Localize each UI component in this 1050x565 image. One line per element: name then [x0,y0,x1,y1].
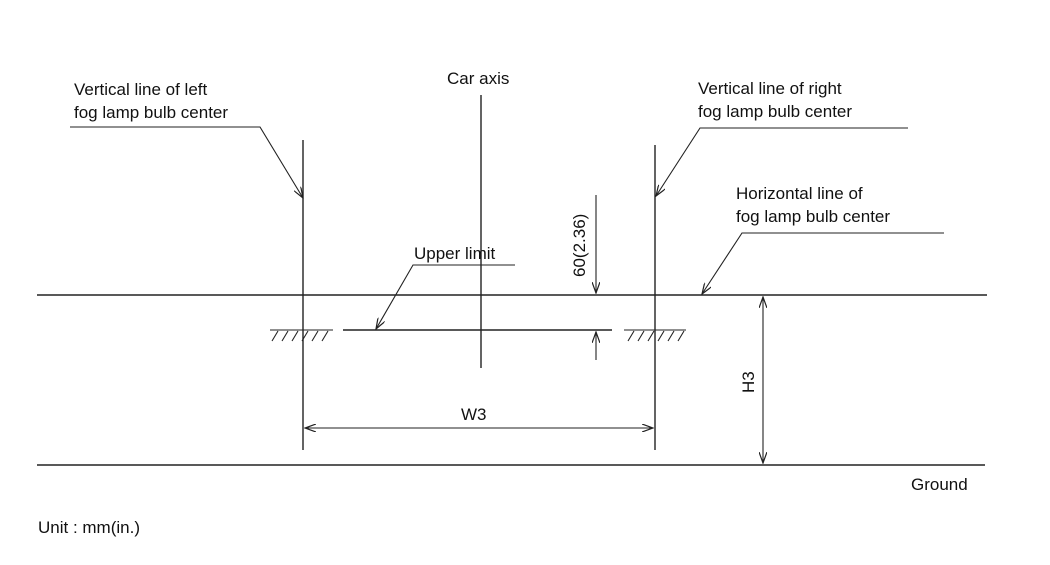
h3-label: H3 [739,371,758,393]
left-vertical-label: Vertical line of left fog lamp bulb cent… [74,80,228,122]
ground-label: Ground [911,475,968,494]
upper-limit-label: Upper limit [414,244,496,263]
horizontal-line-leader [702,232,944,294]
car-axis-label: Car axis [447,69,509,88]
unit-label: Unit : mm(in.) [38,518,140,537]
w3-label: W3 [461,405,487,424]
right-vertical-label: Vertical line of right fog lamp bulb cen… [698,79,852,121]
left-hatch-mark [270,329,333,342]
horizontal-line-label: Horizontal line of fog lamp bulb center [736,184,890,226]
left-vertical-leader [70,126,303,198]
upper-limit-leader [376,264,515,329]
right-hatch-mark [624,329,686,342]
offset-dimension-label: 60(2.36) [570,214,589,277]
right-vertical-leader [656,127,908,196]
